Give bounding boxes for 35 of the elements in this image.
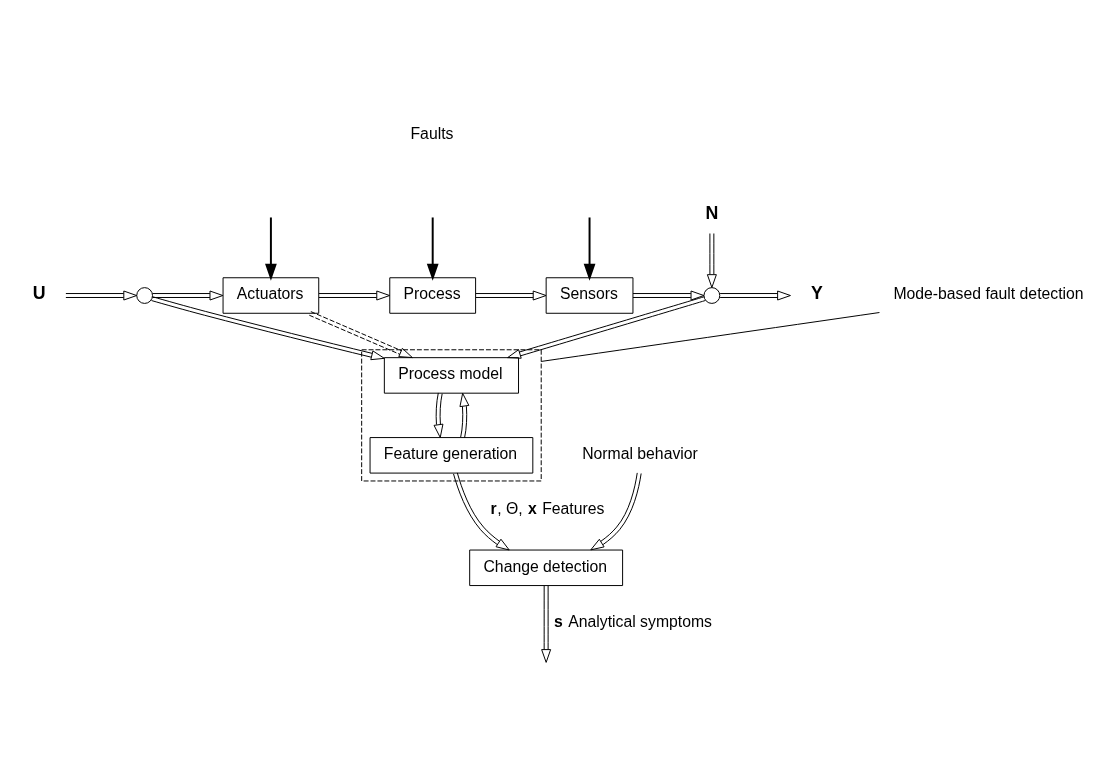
edge-label: s Analytical symptoms bbox=[554, 612, 712, 630]
arrow bbox=[459, 392, 470, 438]
arrow bbox=[719, 290, 791, 300]
arrow bbox=[265, 216, 277, 281]
arrow bbox=[318, 290, 391, 300]
arrow bbox=[541, 584, 552, 663]
arrow bbox=[308, 310, 413, 358]
node-circle bbox=[136, 286, 153, 304]
arrow bbox=[507, 295, 706, 359]
node-box: Process model bbox=[383, 356, 519, 394]
node-box: Change detection bbox=[469, 549, 624, 586]
node-circle bbox=[703, 286, 721, 304]
arrow bbox=[426, 216, 439, 281]
edge-label: r, Θ, x Features bbox=[490, 499, 605, 517]
node-text: Y bbox=[811, 282, 823, 303]
arrow bbox=[583, 216, 596, 281]
node-box: Feature generation bbox=[369, 436, 534, 474]
arrow bbox=[152, 290, 224, 300]
node-text: N bbox=[705, 202, 719, 223]
arrow bbox=[632, 290, 705, 300]
node-box: Sensors bbox=[545, 276, 634, 314]
node-box: Process bbox=[389, 276, 477, 314]
arrow bbox=[65, 290, 138, 300]
node-text: U bbox=[32, 282, 46, 303]
arrow bbox=[151, 295, 385, 360]
node-box: Actuators bbox=[222, 276, 320, 314]
arrow bbox=[706, 232, 717, 288]
arrow bbox=[590, 471, 642, 550]
connector bbox=[540, 311, 880, 362]
arrow bbox=[453, 471, 510, 550]
arrow bbox=[433, 391, 444, 438]
label: Faults bbox=[410, 124, 454, 142]
node-text: Mode-based fault detection bbox=[893, 284, 1084, 302]
arrow bbox=[475, 290, 547, 300]
node-text: Normal behavior bbox=[582, 444, 698, 462]
